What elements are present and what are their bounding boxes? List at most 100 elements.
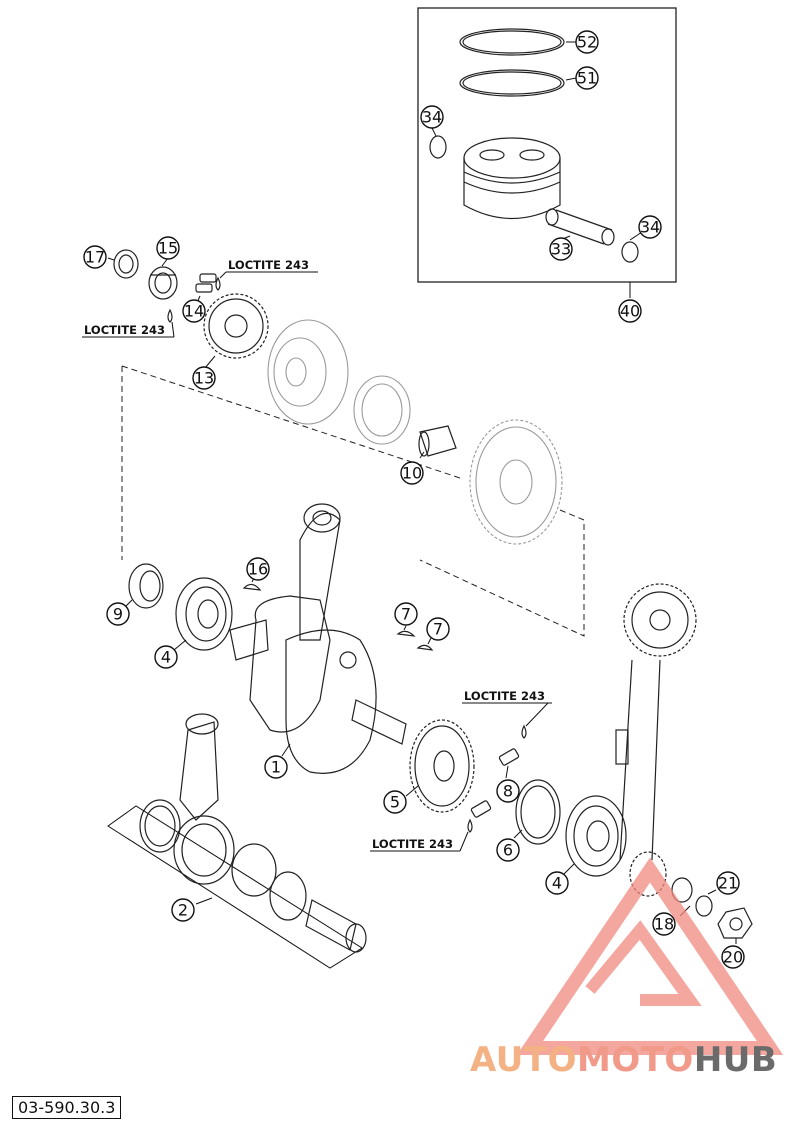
main-bearing-4-left bbox=[175, 577, 233, 651]
svg-text:LOCTITE 243: LOCTITE 243 bbox=[464, 689, 545, 703]
svg-text:4: 4 bbox=[552, 874, 562, 893]
svg-text:33: 33 bbox=[551, 240, 571, 259]
assembly-boundary bbox=[121, 365, 585, 637]
svg-text:1: 1 bbox=[271, 758, 281, 777]
bolt-8b bbox=[470, 800, 492, 818]
svg-text:8: 8 bbox=[503, 782, 513, 801]
washer-18 bbox=[695, 895, 713, 917]
svg-text:LOCTITE 243: LOCTITE 243 bbox=[84, 323, 165, 337]
brand-moto: MOTO bbox=[576, 1040, 694, 1080]
piston-ring-52 bbox=[459, 28, 565, 56]
callout-34-lower: 34 bbox=[638, 215, 662, 239]
svg-text:LOCTITE 243: LOCTITE 243 bbox=[228, 258, 309, 272]
needle-bearing-10 bbox=[418, 425, 457, 457]
oil-seal-15 bbox=[148, 266, 178, 300]
callout-4-left: 4 bbox=[154, 645, 178, 669]
svg-text:51: 51 bbox=[577, 69, 597, 88]
oil-seal-9 bbox=[128, 563, 164, 609]
callout-14: 14 bbox=[182, 299, 206, 323]
piston-kit-box bbox=[417, 7, 677, 283]
callout-2: 2 bbox=[171, 898, 195, 922]
flywheel-ghost bbox=[267, 319, 349, 425]
callout-40: 40 bbox=[618, 299, 642, 323]
svg-text:34: 34 bbox=[422, 108, 442, 127]
svg-text:10: 10 bbox=[402, 464, 422, 483]
woodruff-key-7a bbox=[396, 630, 416, 637]
woodruff-key-7b bbox=[416, 644, 434, 651]
callout-16: 16 bbox=[246, 557, 270, 581]
svg-text:16: 16 bbox=[248, 560, 268, 579]
piston bbox=[463, 137, 561, 219]
svg-text:21: 21 bbox=[718, 874, 738, 893]
svg-text:18: 18 bbox=[654, 915, 674, 934]
loctite-label-2: LOCTITE 243 bbox=[82, 321, 175, 338]
watermark-brand-text: AUTOMOTOHUB bbox=[470, 1040, 777, 1080]
callout-7-left: 7 bbox=[394, 602, 418, 626]
woodruff-key-16 bbox=[242, 583, 262, 591]
callout-33: 33 bbox=[549, 237, 573, 261]
svg-text:15: 15 bbox=[158, 239, 178, 258]
svg-text:9: 9 bbox=[113, 605, 123, 624]
circlip-lower bbox=[621, 241, 639, 263]
loctite-label-1: LOCTITE 243 bbox=[219, 258, 318, 279]
svg-text:40: 40 bbox=[620, 302, 640, 321]
circlip-upper bbox=[429, 135, 447, 159]
loctite-drop-3 bbox=[521, 724, 527, 739]
conrod-kit-2 bbox=[107, 713, 367, 969]
svg-text:6: 6 bbox=[503, 841, 513, 860]
crankshaft bbox=[229, 503, 407, 774]
callout-18: 18 bbox=[652, 912, 676, 936]
svg-text:4: 4 bbox=[161, 648, 171, 667]
dowel-pin-14 bbox=[195, 273, 217, 293]
brand-hub: HUB bbox=[693, 1040, 778, 1080]
bearing-17 bbox=[113, 249, 139, 279]
watermark-logo bbox=[516, 857, 784, 1055]
svg-text:7: 7 bbox=[433, 620, 443, 639]
loctite-drop-4 bbox=[467, 818, 473, 833]
callout-1: 1 bbox=[264, 755, 288, 779]
gear-13 bbox=[203, 293, 269, 359]
callout-5: 5 bbox=[383, 790, 407, 814]
callout-21: 21 bbox=[716, 871, 740, 895]
callout-17: 17 bbox=[83, 245, 107, 269]
piston-pin bbox=[545, 208, 615, 246]
svg-text:7: 7 bbox=[401, 605, 411, 624]
callout-13: 13 bbox=[192, 366, 216, 390]
brand-auto: AUTO bbox=[470, 1040, 577, 1080]
nut-20 bbox=[717, 907, 753, 939]
diagram-reference-code: 03-590.30.3 bbox=[12, 1096, 122, 1119]
starter-gear-ghost bbox=[469, 419, 563, 545]
callout-8: 8 bbox=[496, 779, 520, 803]
freewheel-ghost bbox=[353, 375, 411, 445]
svg-text:14: 14 bbox=[184, 302, 204, 321]
callout-10: 10 bbox=[400, 461, 424, 485]
svg-text:52: 52 bbox=[577, 33, 597, 52]
callout-52: 52 bbox=[575, 30, 599, 54]
thrust-washer-6 bbox=[515, 779, 561, 845]
bolt-8a bbox=[498, 748, 520, 766]
callout-51: 51 bbox=[575, 66, 599, 90]
loctite-drop-1 bbox=[215, 276, 221, 291]
svg-text:34: 34 bbox=[640, 218, 660, 237]
svg-text:20: 20 bbox=[723, 948, 743, 967]
svg-text:LOCTITE 243: LOCTITE 243 bbox=[372, 837, 453, 851]
svg-text:2: 2 bbox=[178, 901, 188, 920]
callout-7-right: 7 bbox=[426, 617, 450, 641]
piston-ring-51 bbox=[459, 69, 565, 97]
callout-15: 15 bbox=[156, 236, 180, 260]
main-bearing-4-right bbox=[565, 795, 627, 877]
loctite-label-3: LOCTITE 243 bbox=[462, 689, 552, 727]
callout-34-upper: 34 bbox=[420, 105, 444, 129]
svg-text:5: 5 bbox=[390, 793, 400, 812]
loctite-label-4: LOCTITE 243 bbox=[370, 831, 469, 852]
svg-text:13: 13 bbox=[194, 369, 214, 388]
svg-text:17: 17 bbox=[85, 248, 105, 267]
crank-gear-5 bbox=[409, 719, 475, 813]
timing-chain bbox=[615, 583, 697, 897]
loctite-drop-2 bbox=[167, 308, 173, 323]
callout-20: 20 bbox=[721, 945, 745, 969]
callout-4-right: 4 bbox=[545, 871, 569, 895]
washer-21 bbox=[671, 877, 693, 903]
callout-9: 9 bbox=[106, 602, 130, 626]
